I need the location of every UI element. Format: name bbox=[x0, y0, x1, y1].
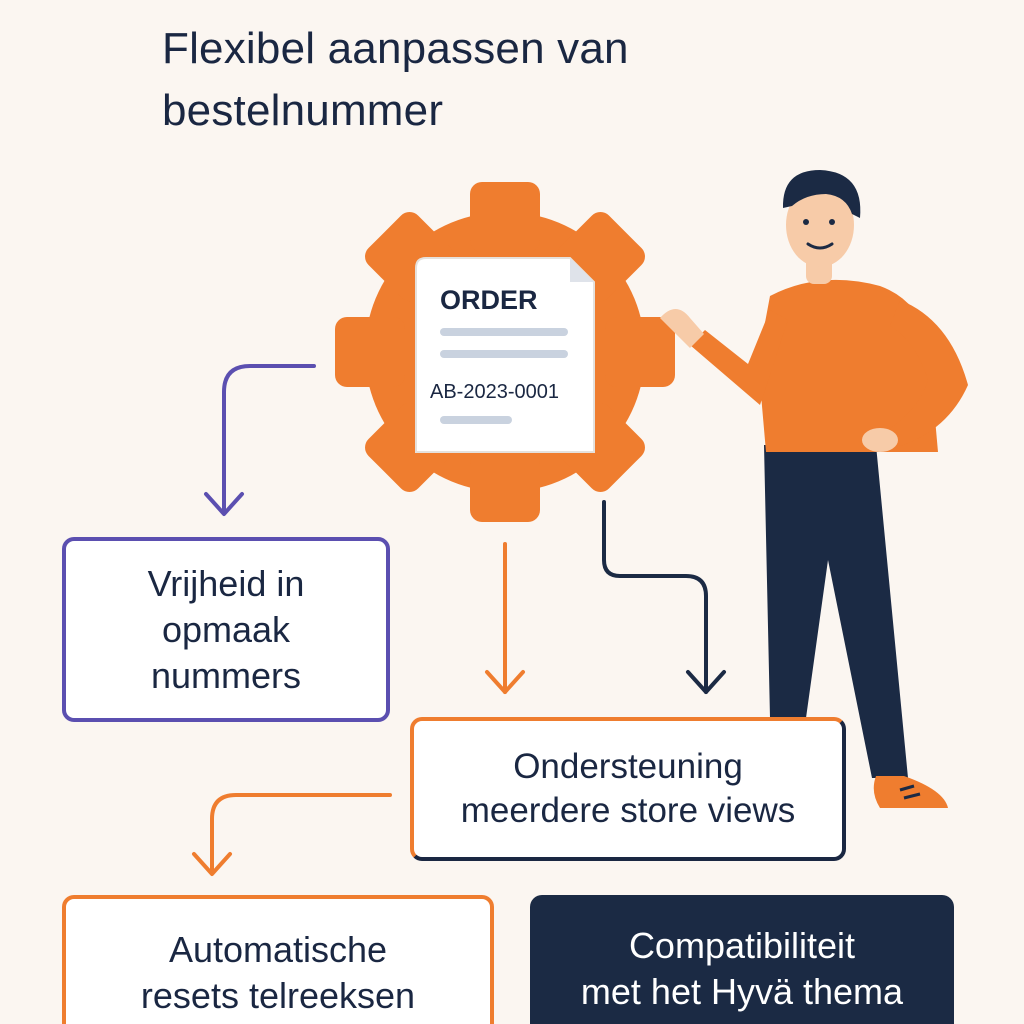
connector-arrow-orange-left bbox=[210, 793, 392, 874]
order-number: AB-2023-0001 bbox=[430, 381, 559, 403]
connector-arrow-purple bbox=[222, 364, 316, 514]
feature-box-compatibiliteit: Compatibiliteit met het Hyvä thema bbox=[530, 895, 954, 1024]
order-heading: ORDER bbox=[440, 285, 538, 315]
feature-box-ondersteuning: Ondersteuning meerdere store views bbox=[410, 717, 846, 861]
connector-arrow-navy bbox=[602, 500, 708, 694]
arrowhead-orange-left bbox=[192, 852, 232, 876]
arrowhead-navy bbox=[686, 670, 726, 694]
feature-box-automatische: Automatische resets telreeksen bbox=[62, 895, 494, 1024]
person-illustration bbox=[660, 170, 968, 808]
arrowhead-orange-center bbox=[485, 670, 525, 694]
arrowhead-purple bbox=[204, 492, 244, 516]
page-title: Flexibel aanpassen van bestelnummer bbox=[162, 24, 629, 135]
order-document-icon: ORDER AB-2023-0001 bbox=[415, 257, 595, 453]
feature-box-vrijheid: Vrijheid in opmaak nummers bbox=[62, 537, 390, 722]
